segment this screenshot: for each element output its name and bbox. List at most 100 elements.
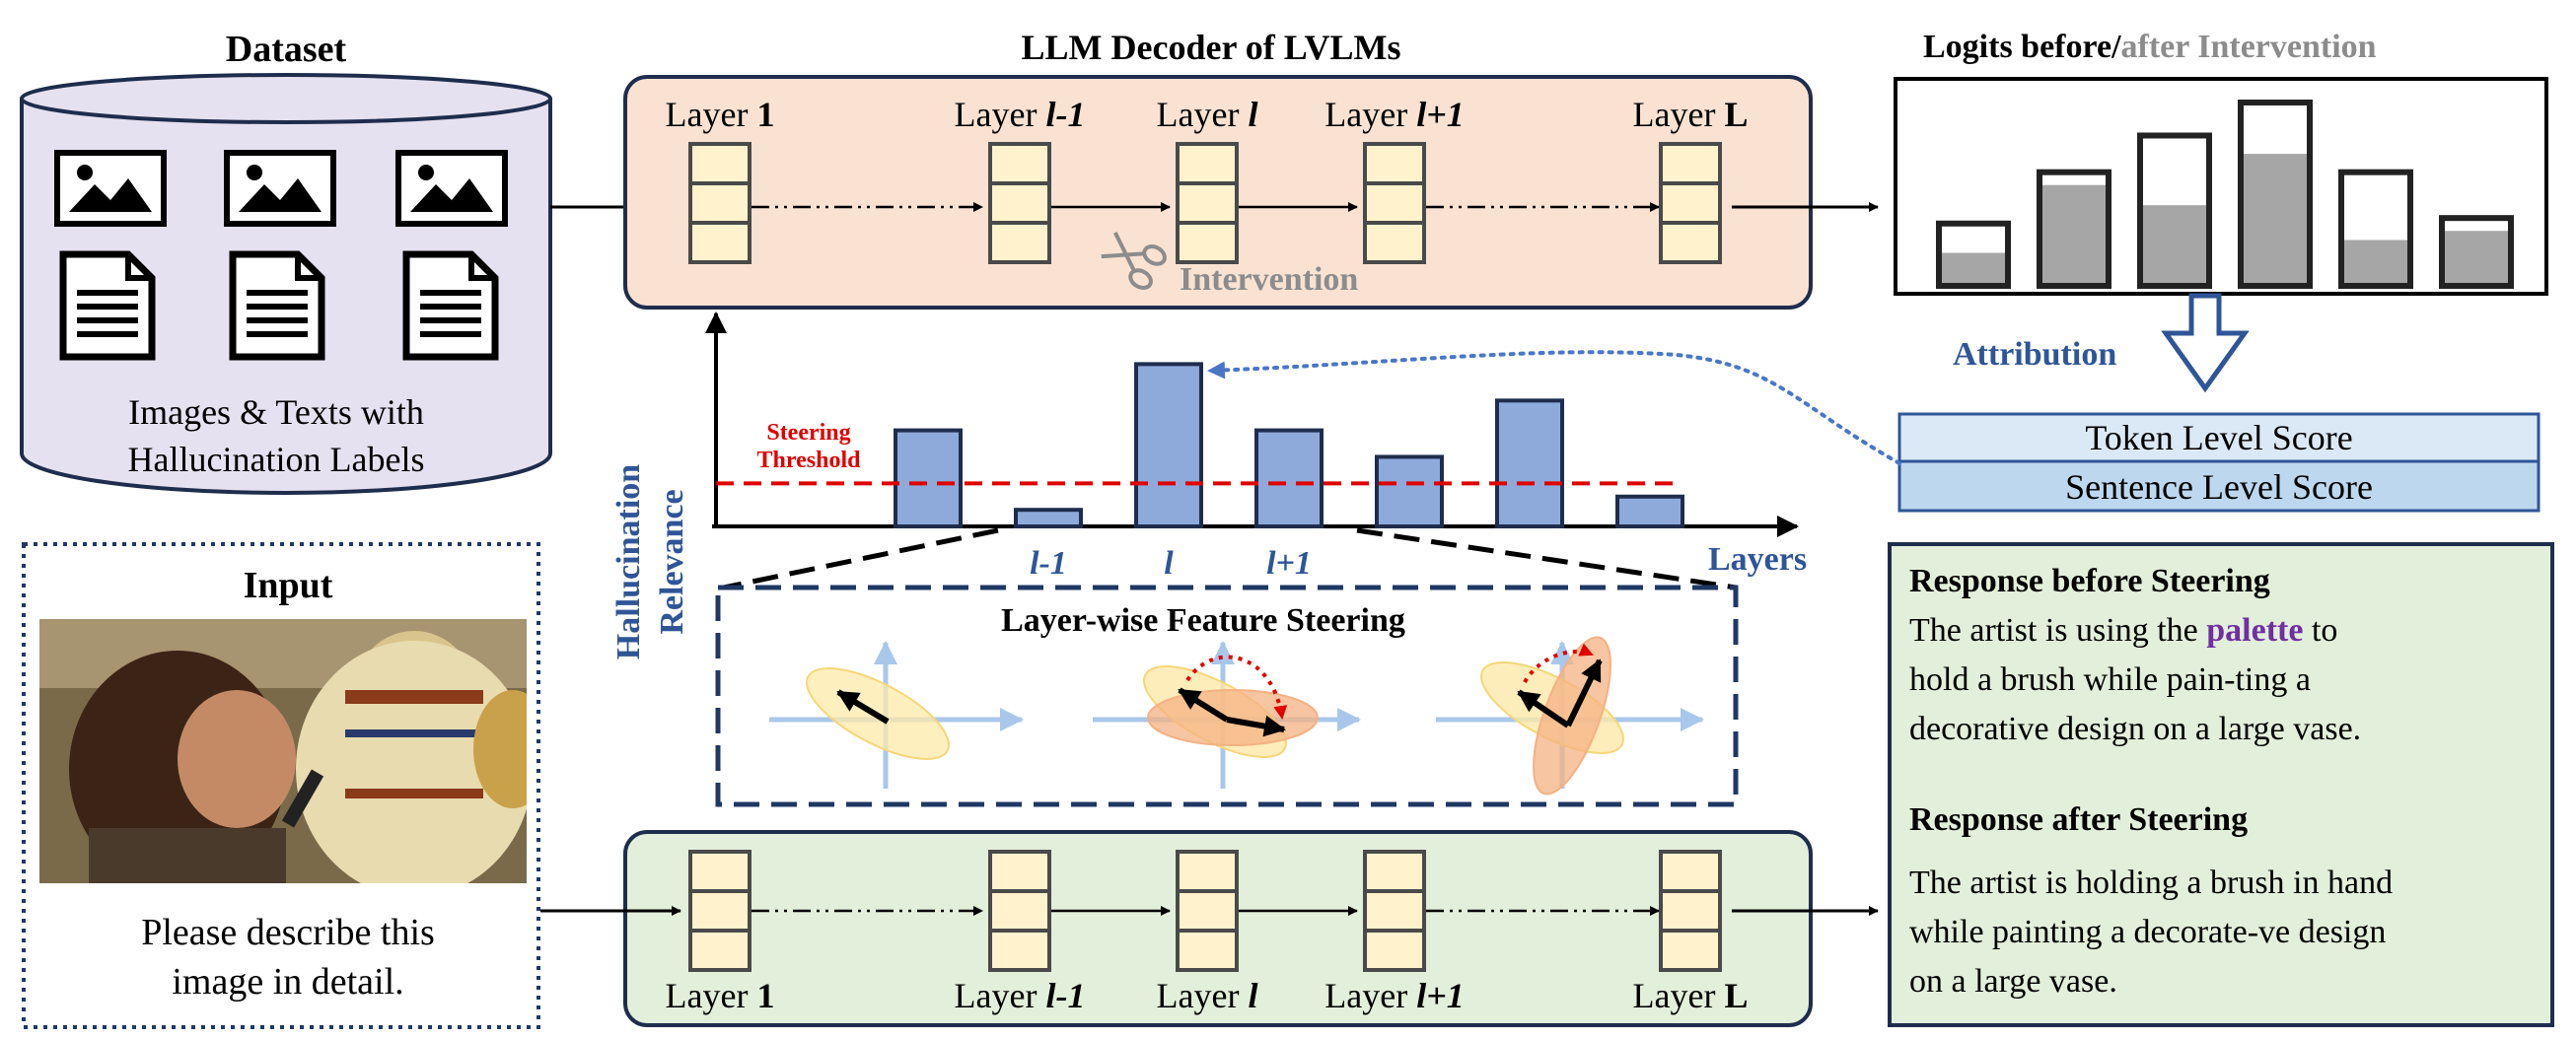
relevance-bar: [894, 428, 963, 528]
logit-bar-after: [2344, 240, 2407, 283]
layer-cell: [1659, 889, 1722, 933]
response-after-title: Response after Steering: [1909, 801, 2248, 838]
layer-cell: [988, 221, 1051, 264]
scissors-icon: [1101, 231, 1167, 290]
response-before-line1: The artist is using the palette to: [1909, 612, 2337, 649]
layer-label-index: 1: [756, 95, 774, 134]
layer-cell: [1363, 221, 1426, 264]
relevance-bar: [1254, 428, 1324, 528]
document-icon: [229, 250, 325, 361]
ylabel-line1: Hallucination: [610, 464, 647, 659]
zoom-line-left: [723, 527, 999, 590]
zoom-line-right: [1356, 527, 1737, 590]
threshold-label-line1: Steering: [766, 420, 850, 446]
logits-panel: Logits before/after Intervention: [1894, 29, 2548, 296]
logit-bar-after: [2143, 205, 2206, 283]
image-icon: [395, 150, 508, 227]
bottom-layer-block: [1363, 850, 1426, 972]
layer-cell: [688, 929, 751, 972]
layer-cell: [988, 142, 1051, 185]
relevance-bar: [1014, 508, 1083, 529]
logit-bar-after: [2244, 154, 2307, 283]
steering-title: Layer-wise Feature Steering: [1001, 602, 1405, 639]
relevance-bar: [1495, 398, 1564, 529]
attribution-dotted-arrow: [1207, 350, 1901, 465]
input-panel: Input Please describe this image in deta…: [22, 542, 540, 1029]
dataset-panel: Dataset: [20, 29, 552, 495]
response-before-line1-post: to: [2303, 612, 2337, 649]
top-layer-block: [688, 142, 751, 264]
dataset-caption-line2: Hallucination Labels: [128, 440, 425, 479]
relevance-tick-label: l-1: [1030, 545, 1067, 582]
token-score-label: Token Level Score: [2085, 418, 2352, 457]
dataset-caption-line1: Images & Texts with: [128, 392, 424, 432]
layer-label-prefix: Layer: [955, 976, 1046, 1015]
layer-cell: [688, 889, 751, 933]
layer-label-prefix: Layer: [1324, 976, 1416, 1015]
relevance-bar: [1615, 494, 1684, 529]
prompt-line1: Please describe this: [141, 912, 435, 953]
layer-label-prefix: Layer: [955, 95, 1046, 134]
response-before-title: Response before Steering: [1909, 563, 2270, 599]
image-icon: [54, 150, 167, 227]
layer-label-prefix: Layer: [1633, 95, 1725, 134]
document-icon: [59, 250, 156, 361]
layer-label-index: 1: [756, 976, 774, 1015]
layer-label-prefix: Layer: [666, 95, 757, 134]
top-layer-block: [1659, 142, 1722, 264]
layer-label-index: l-1: [1045, 95, 1085, 134]
prompt-line2: image in detail.: [172, 961, 403, 1003]
document-icon: [402, 250, 499, 361]
layer-label-index: l: [1248, 95, 1257, 134]
sentence-score-label: Sentence Level Score: [2065, 467, 2373, 507]
layer-cell: [1363, 850, 1426, 893]
response-box: [1888, 542, 2554, 1027]
layer-cell: [1659, 929, 1722, 972]
response-after-line1: The artist is holding a brush in hand: [1909, 865, 2393, 901]
response-before-line3: decorative design on a large vase.: [1909, 711, 2361, 747]
response-after-line3: on a large vase.: [1909, 963, 2117, 1000]
response-before-line1-pre: The artist is using the: [1909, 612, 2206, 649]
layer-cell: [1363, 142, 1426, 185]
layer-label-prefix: Layer: [1633, 976, 1725, 1015]
hallucinated-word: palette: [2206, 612, 2303, 649]
relevance-tick-label: l: [1164, 545, 1174, 582]
dataset-title: Dataset: [226, 29, 347, 70]
layer-label: Layer l+1: [1324, 976, 1464, 1015]
layer-cell: [1363, 889, 1426, 933]
layer-cell: [1659, 142, 1722, 185]
top-layer-block: [1176, 142, 1239, 264]
ylabel-line2: Relevance: [654, 489, 690, 634]
relevance-chart: Hallucination Relevance Layers Steering …: [610, 312, 1807, 659]
layer-label-index: L: [1724, 95, 1748, 134]
layer-label-index: l-1: [1045, 976, 1085, 1015]
logit-bar-after: [1942, 252, 2005, 283]
layer-label-index: l: [1248, 976, 1257, 1015]
layer-label-prefix: Layer: [1324, 95, 1416, 134]
layer-cell: [688, 181, 751, 225]
layer-cell: [988, 850, 1051, 893]
layer-cell: [1176, 850, 1239, 893]
layer-cell: [1176, 221, 1239, 264]
down-arrow-icon: [2161, 293, 2250, 393]
attribution-label: Attribution: [1953, 336, 2116, 373]
layer-cell: [1176, 889, 1239, 933]
bottom-layer-block: [1176, 850, 1239, 972]
layer-cell: [688, 850, 751, 893]
logits-title-after: after Intervention: [2121, 29, 2377, 65]
layer-label: Layer 1: [666, 95, 775, 134]
threshold-label-line2: Threshold: [757, 448, 862, 473]
layer-label: Layer l: [1157, 976, 1258, 1015]
layer-cell: [688, 221, 751, 264]
xlabel: Layers: [1708, 541, 1807, 578]
steering-panel: Layer-wise Feature Steering: [715, 585, 1739, 807]
layer-cell: [988, 889, 1051, 933]
layer-label-prefix: Layer: [666, 976, 757, 1015]
steering-diagram-2: [1093, 641, 1361, 789]
layer-cell: [688, 142, 751, 185]
top-layer-block: [988, 142, 1051, 264]
sentence-score-box: [1897, 459, 2540, 513]
steering-diagram-1: [769, 641, 1024, 789]
